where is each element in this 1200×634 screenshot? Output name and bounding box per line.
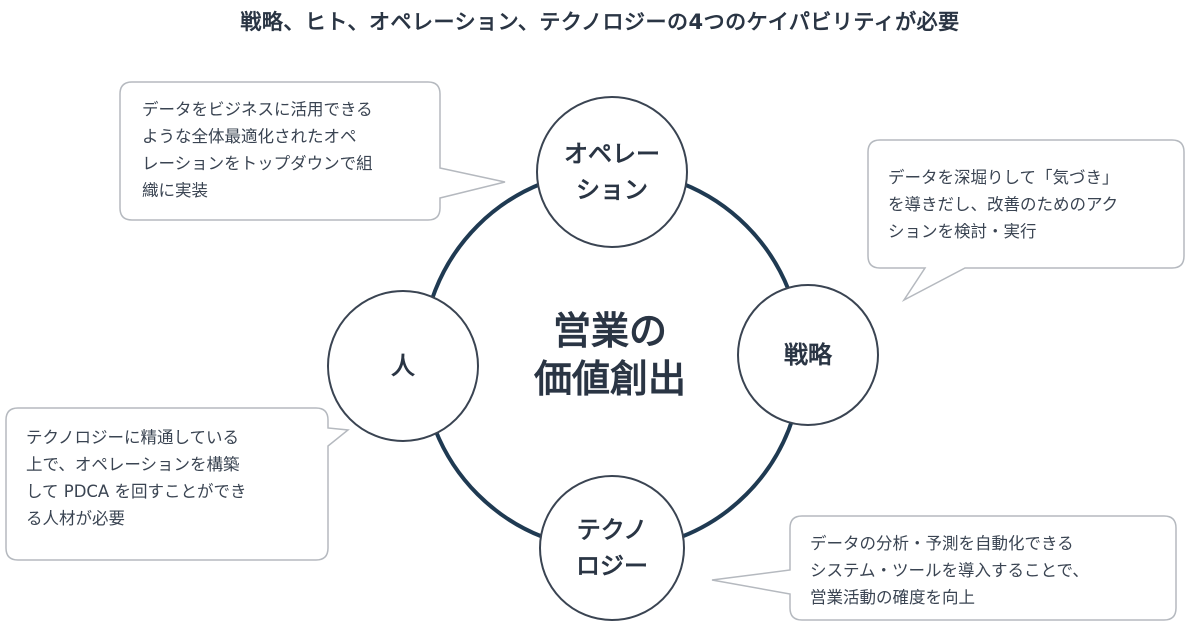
node-operation-circle: [536, 96, 688, 248]
node-strategy-circle: [737, 284, 879, 426]
center-label: 営業の 価値創出: [533, 309, 686, 401]
node-technology-circle: [539, 475, 685, 621]
node-people-circle: [327, 290, 479, 442]
node-strategy-label: 戦略: [784, 341, 832, 369]
node-technology-label: テクノ ロジー: [576, 516, 648, 580]
callout-operation-bubble: [119, 81, 506, 221]
node-operation-label: オペレー ション: [564, 140, 660, 204]
callout-people-bubble: [5, 407, 350, 561]
callout-technology-bubble: [711, 515, 1177, 621]
callout-operation-text: データをビジネスに活用できる ような全体最適化されたオペ レーションをトップダウ…: [142, 100, 373, 200]
callout-strategy-bubble: [867, 139, 1185, 303]
callout-people-text: テクノロジーに精通している 上で、オペレーションを構築 して PDCA を回すこ…: [26, 428, 247, 528]
diagram-title: 戦略、ヒト、オペレーション、テクノロジーの4つのケイパビリティが必要: [240, 10, 960, 34]
callout-strategy-text: データを深堀りして「気づき」 を導きだし、改善のためのアク ションを検討・実行: [888, 168, 1119, 241]
callout-technology-text: データの分析・予測を自動化できる システム・ツールを導入することで、 営業活動の…: [810, 534, 1089, 607]
node-people-label: 人: [391, 352, 415, 380]
